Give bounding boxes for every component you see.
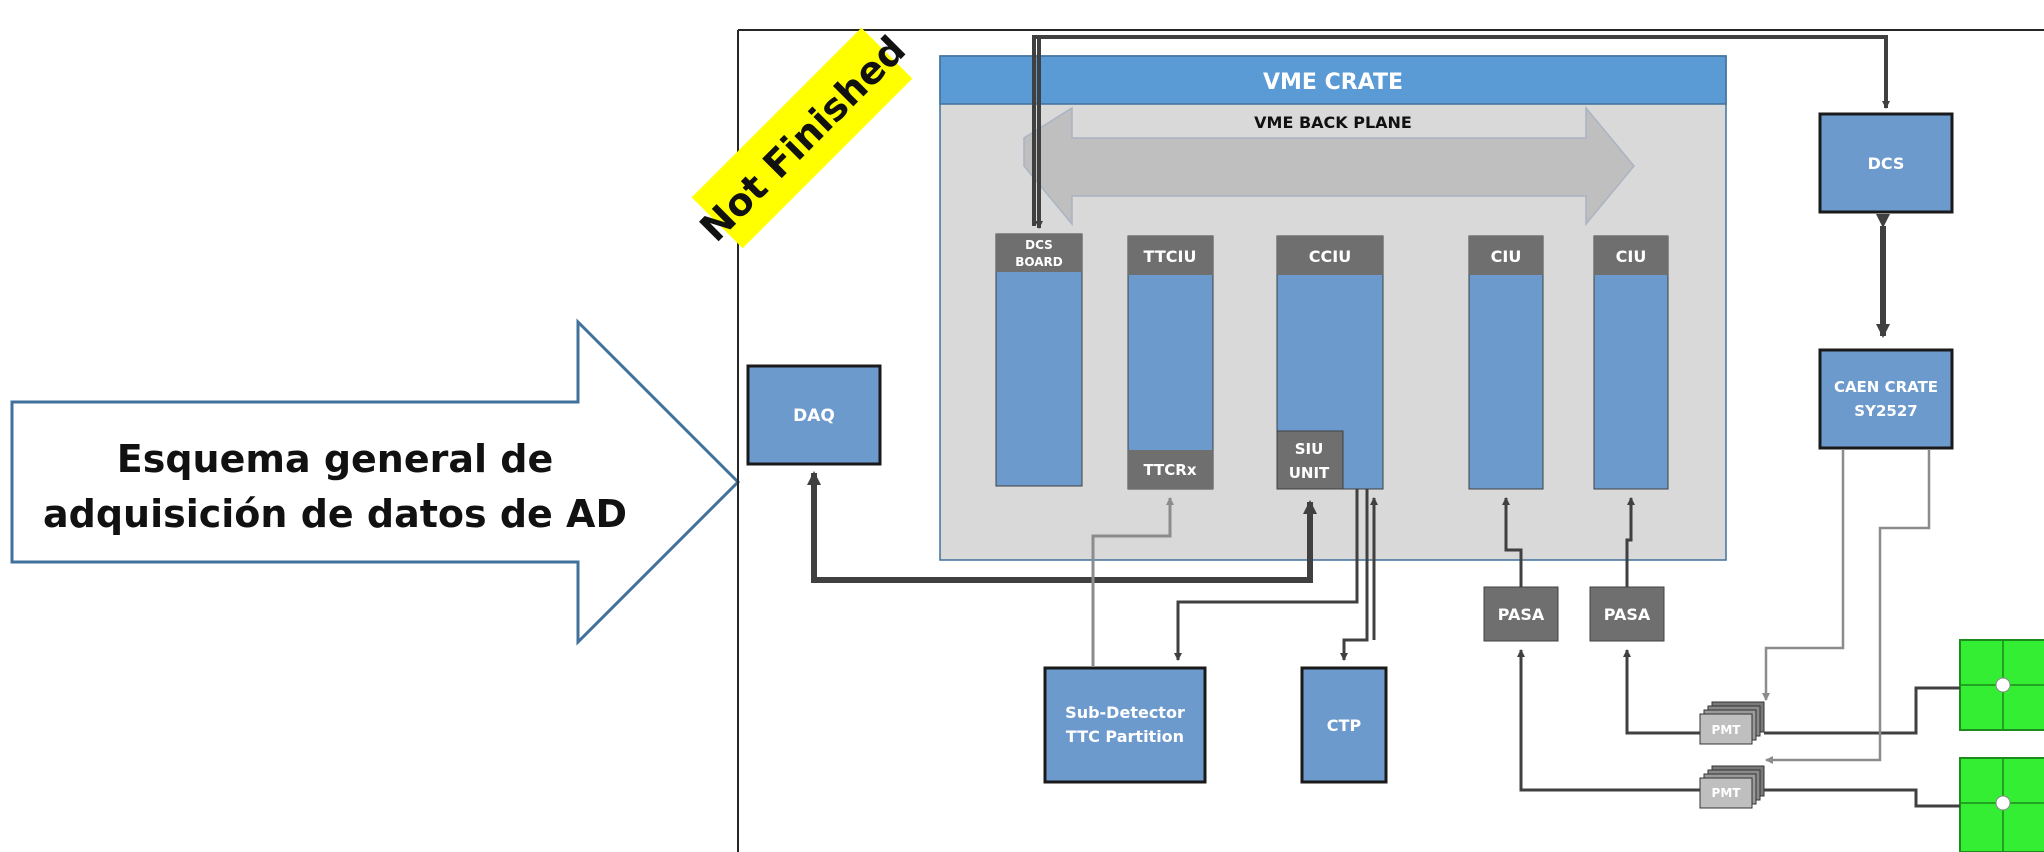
board-ciu-2: CIU bbox=[1593, 235, 1669, 490]
title-line-1: Esquema general de bbox=[117, 437, 553, 481]
caen-label-1: CAEN CRATE bbox=[1834, 378, 1938, 396]
board-ciu-1: CIU bbox=[1468, 235, 1544, 490]
not-finished-badge: Not Finished bbox=[691, 27, 914, 250]
caen-label-2: SY2527 bbox=[1854, 402, 1917, 420]
conn-caen-pmt1 bbox=[1762, 450, 1845, 701]
vme-crate-title: VME CRATE bbox=[1263, 70, 1403, 95]
ctp-label: CTP bbox=[1327, 716, 1362, 735]
conn-pmt2-pasa1 bbox=[1517, 649, 1700, 792]
board-cciu-label: CCIU bbox=[1309, 247, 1351, 266]
board-ttciu: TTCIU TTCRx bbox=[1127, 235, 1214, 490]
siu-label-2: UNIT bbox=[1289, 464, 1330, 482]
title-callout-arrow: Esquema general de adquisición de datos … bbox=[10, 318, 741, 646]
conn-cciu-ctp bbox=[1340, 489, 1369, 661]
pmt-2-label: PMT bbox=[1712, 786, 1742, 800]
siu-label-1: SIU bbox=[1295, 440, 1324, 458]
ctp-box: CTP bbox=[1300, 666, 1388, 784]
scintillator-pad-1 bbox=[1959, 639, 2044, 731]
conn-pmt1-pasa2 bbox=[1623, 649, 1700, 735]
conn-pasa1-ciu1 bbox=[1502, 497, 1523, 587]
pasa-box-2: PASA bbox=[1589, 586, 1665, 642]
conn-pasa2-ciu2 bbox=[1625, 497, 1635, 587]
dcs-label: DCS bbox=[1868, 154, 1905, 173]
pmt-1-label: PMT bbox=[1712, 723, 1742, 737]
subdetector-ttc-box: Sub-Detector TTC Partition bbox=[1043, 666, 1207, 784]
pasa-2-label: PASA bbox=[1604, 605, 1651, 624]
pasa-box-1: PASA bbox=[1483, 586, 1559, 642]
connections bbox=[807, 35, 1960, 808]
vme-backplane-arrow bbox=[1023, 105, 1635, 227]
scintillator-pad-2 bbox=[1959, 757, 2044, 852]
subdet-label-1: Sub-Detector bbox=[1065, 703, 1185, 722]
conn-subdet-ttcrx bbox=[1091, 497, 1174, 666]
board-dcs-label-2: BOARD bbox=[1015, 255, 1063, 269]
board-cciu: CCIU SIU UNIT bbox=[1276, 235, 1384, 490]
conn-cciu-subdet bbox=[1174, 489, 1359, 661]
vme-backplane-label: VME BACK PLANE bbox=[1254, 113, 1412, 132]
conn-pad1-pmt1 bbox=[1764, 686, 1960, 735]
title-line-2: adquisición de datos de AD bbox=[43, 492, 627, 536]
ttcrx-module bbox=[1128, 450, 1213, 489]
conn-pad2-pmt2 bbox=[1764, 788, 1960, 808]
board-dcs-label-1: DCS bbox=[1025, 238, 1053, 252]
pasa-1-label: PASA bbox=[1498, 605, 1545, 624]
dcs-box: DCS bbox=[1818, 112, 1954, 214]
subdet-label-2: TTC Partition bbox=[1066, 727, 1184, 746]
board-ciu-2-label: CIU bbox=[1616, 247, 1647, 266]
conn-dcsboard-dcs bbox=[1032, 35, 1890, 226]
pmt-stack-2: PMT bbox=[1699, 765, 1765, 809]
siu-unit-module bbox=[1276, 430, 1344, 490]
board-dcs: DCS BOARD bbox=[995, 233, 1083, 487]
vme-crate-header bbox=[939, 55, 1727, 105]
ttcrx-label: TTCRx bbox=[1143, 461, 1196, 479]
daq-label: DAQ bbox=[793, 406, 835, 426]
board-ciu-1-label: CIU bbox=[1491, 247, 1522, 266]
conn-caen-pmt2 bbox=[1765, 450, 1931, 764]
board-ttciu-label: TTCIU bbox=[1144, 247, 1197, 266]
pmt-stack-1: PMT bbox=[1699, 701, 1765, 745]
caen-crate-box: CAEN CRATE SY2527 bbox=[1818, 348, 1954, 450]
daq-box: DAQ bbox=[746, 364, 882, 466]
not-finished-text: Not Finished bbox=[691, 27, 914, 250]
